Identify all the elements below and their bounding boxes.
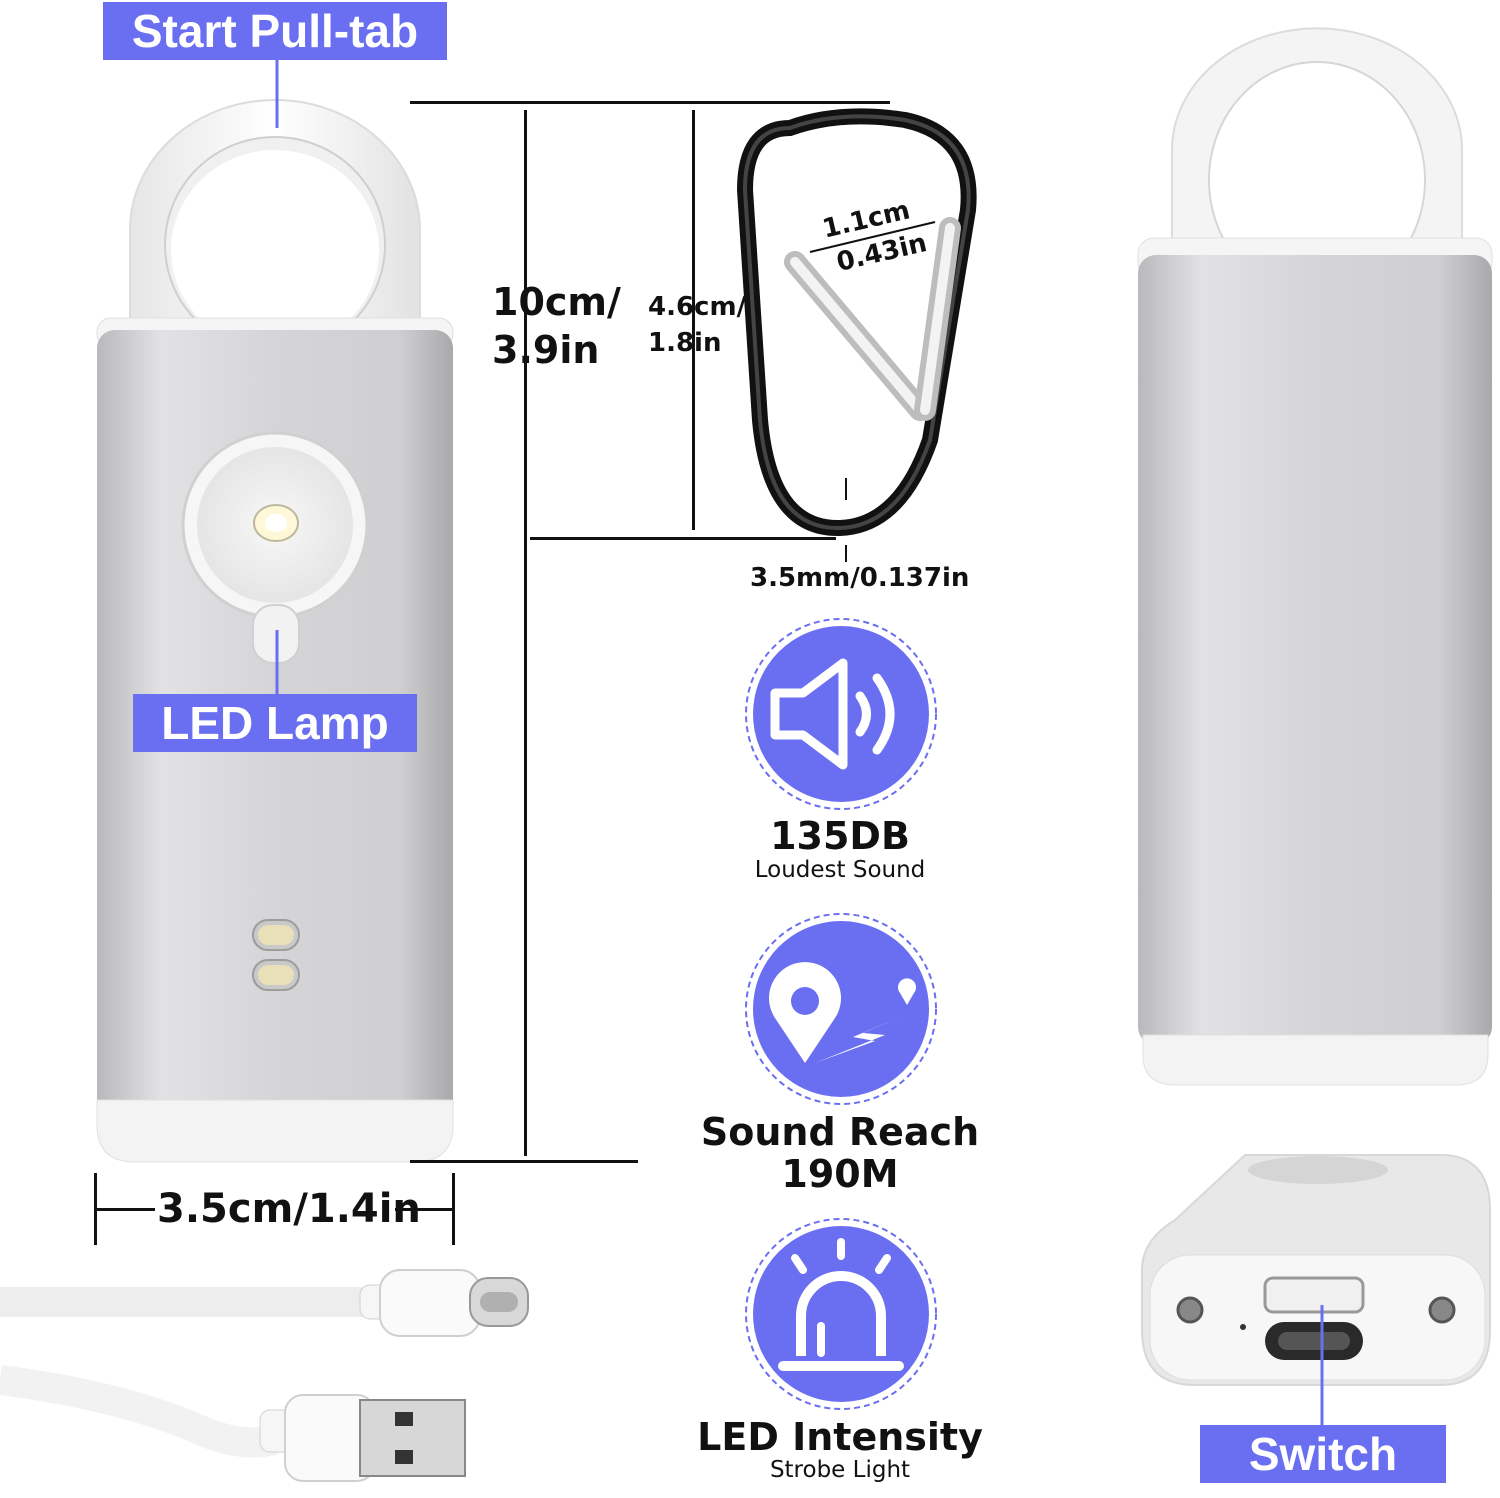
height-cm-label: 10cm/ bbox=[492, 280, 621, 324]
width-line-right bbox=[395, 1208, 452, 1211]
feature-title-loudness: 135DB bbox=[770, 814, 910, 858]
led-lamp-label: LED Lamp bbox=[161, 697, 389, 749]
location-route-icon bbox=[769, 962, 916, 1063]
top-dimension-line bbox=[410, 101, 890, 104]
wire-thickness-label: 3.5mm/0.137in bbox=[750, 563, 970, 593]
feature-subtitle-led: Strobe Light bbox=[769, 1457, 911, 1483]
feature-title-led: LED Intensity bbox=[697, 1415, 983, 1459]
siren-icon bbox=[778, 1238, 904, 1371]
speaker-icon bbox=[770, 658, 895, 770]
width-line-left bbox=[97, 1208, 155, 1211]
pull-tab-callout: Start Pull-tab bbox=[103, 2, 447, 60]
carabiner-vertical-line bbox=[692, 110, 695, 530]
led-lamp-callout: LED Lamp bbox=[133, 694, 417, 752]
carabiner-height-cm-label: 4.6cm/ bbox=[648, 292, 747, 322]
speaker-feature-badge bbox=[745, 618, 937, 810]
feature-title-reach-line2: 190M bbox=[781, 1152, 899, 1196]
reach-feature-badge bbox=[745, 913, 937, 1105]
led-feature-badge bbox=[745, 1218, 937, 1410]
feature-subtitle-loudness: Loudest Sound bbox=[754, 857, 926, 883]
width-label: 3.5cm/1.4in bbox=[157, 1186, 421, 1232]
carabiner-bottom-line bbox=[530, 537, 836, 540]
height-in-label: 3.9in bbox=[492, 328, 600, 372]
width-left-tick bbox=[94, 1173, 97, 1245]
width-right-tick bbox=[452, 1173, 455, 1245]
pull-tab-label: Start Pull-tab bbox=[131, 5, 419, 57]
feature-title-reach-line1: Sound Reach bbox=[700, 1110, 980, 1154]
height-vertical-line bbox=[524, 110, 527, 1156]
bottom-dimension-line bbox=[410, 1160, 638, 1163]
switch-callout: Switch bbox=[1200, 1425, 1446, 1483]
carabiner-height-in-label: 1.8in bbox=[648, 328, 722, 358]
switch-label: Switch bbox=[1248, 1428, 1398, 1480]
